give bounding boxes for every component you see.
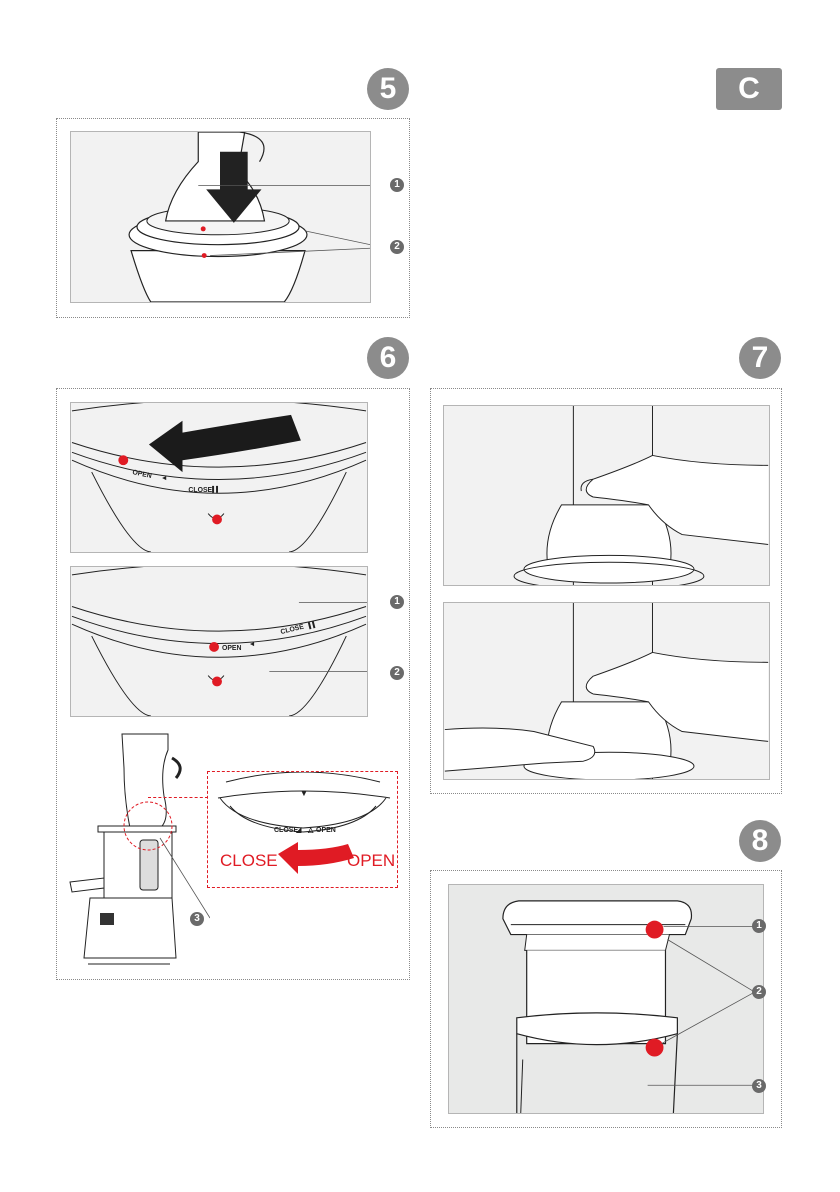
callout-3-step6: 3 [190, 912, 204, 926]
step-7-badge: 7 [739, 337, 781, 379]
svg-text:◢: ◢ [295, 827, 302, 834]
callout-1: 1 [390, 178, 404, 192]
detail-dial-close: CLOSE [274, 827, 298, 834]
callout-2-step8: 2 [752, 985, 766, 999]
step-5-badge: 5 [367, 68, 409, 110]
step-6-badge: 6 [367, 337, 409, 379]
svg-text:▼: ▼ [300, 789, 308, 798]
section-c-badge: C [716, 68, 782, 110]
juicer-full-drawing [60, 728, 210, 968]
dial-open-label: OPEN [132, 469, 153, 480]
detail-dial-open: OPEN [316, 827, 336, 834]
detail-open-text: OPEN [347, 851, 395, 871]
hand-twist-drawing [444, 603, 769, 779]
container-lid-drawing [449, 885, 763, 1113]
step-8-badge: 8 [739, 820, 781, 862]
step-6-dial-open-illustration: OPEN ◄ CLOSE [70, 402, 368, 553]
callout-2-step6: 2 [390, 666, 404, 680]
dial-open-label-2: OPEN [222, 645, 242, 652]
dial-locked-drawing: OPEN ◄ CLOSE [71, 567, 367, 716]
dial-rotate-drawing: OPEN ◄ CLOSE [71, 403, 367, 552]
step-7-hold-illustration [443, 405, 770, 586]
svg-text:◄: ◄ [161, 475, 168, 482]
detail-close-text: CLOSE [220, 851, 278, 871]
dial-detail-drawing: ▼ CLOSE ◢ △ OPEN [208, 772, 399, 889]
callout-1-step6: 1 [390, 595, 404, 609]
step-7-twist-illustration [443, 602, 770, 780]
juicer-assembly-illustration [60, 728, 210, 968]
juicer-lid-insertion-drawing [71, 132, 370, 302]
callout-1-step8: 1 [752, 919, 766, 933]
dial-close-label: CLOSE [188, 487, 212, 494]
dial-close-label-2: CLOSE [280, 623, 305, 636]
svg-text:△: △ [307, 827, 314, 834]
callout-3-step8: 3 [752, 1079, 766, 1093]
callout-2: 2 [390, 240, 404, 254]
hand-hold-drawing [444, 406, 769, 585]
svg-text:◄: ◄ [249, 641, 256, 648]
step-5-illustration [70, 131, 371, 303]
step-8-illustration [448, 884, 764, 1114]
step-6-dial-close-illustration: OPEN ◄ CLOSE [70, 566, 368, 717]
